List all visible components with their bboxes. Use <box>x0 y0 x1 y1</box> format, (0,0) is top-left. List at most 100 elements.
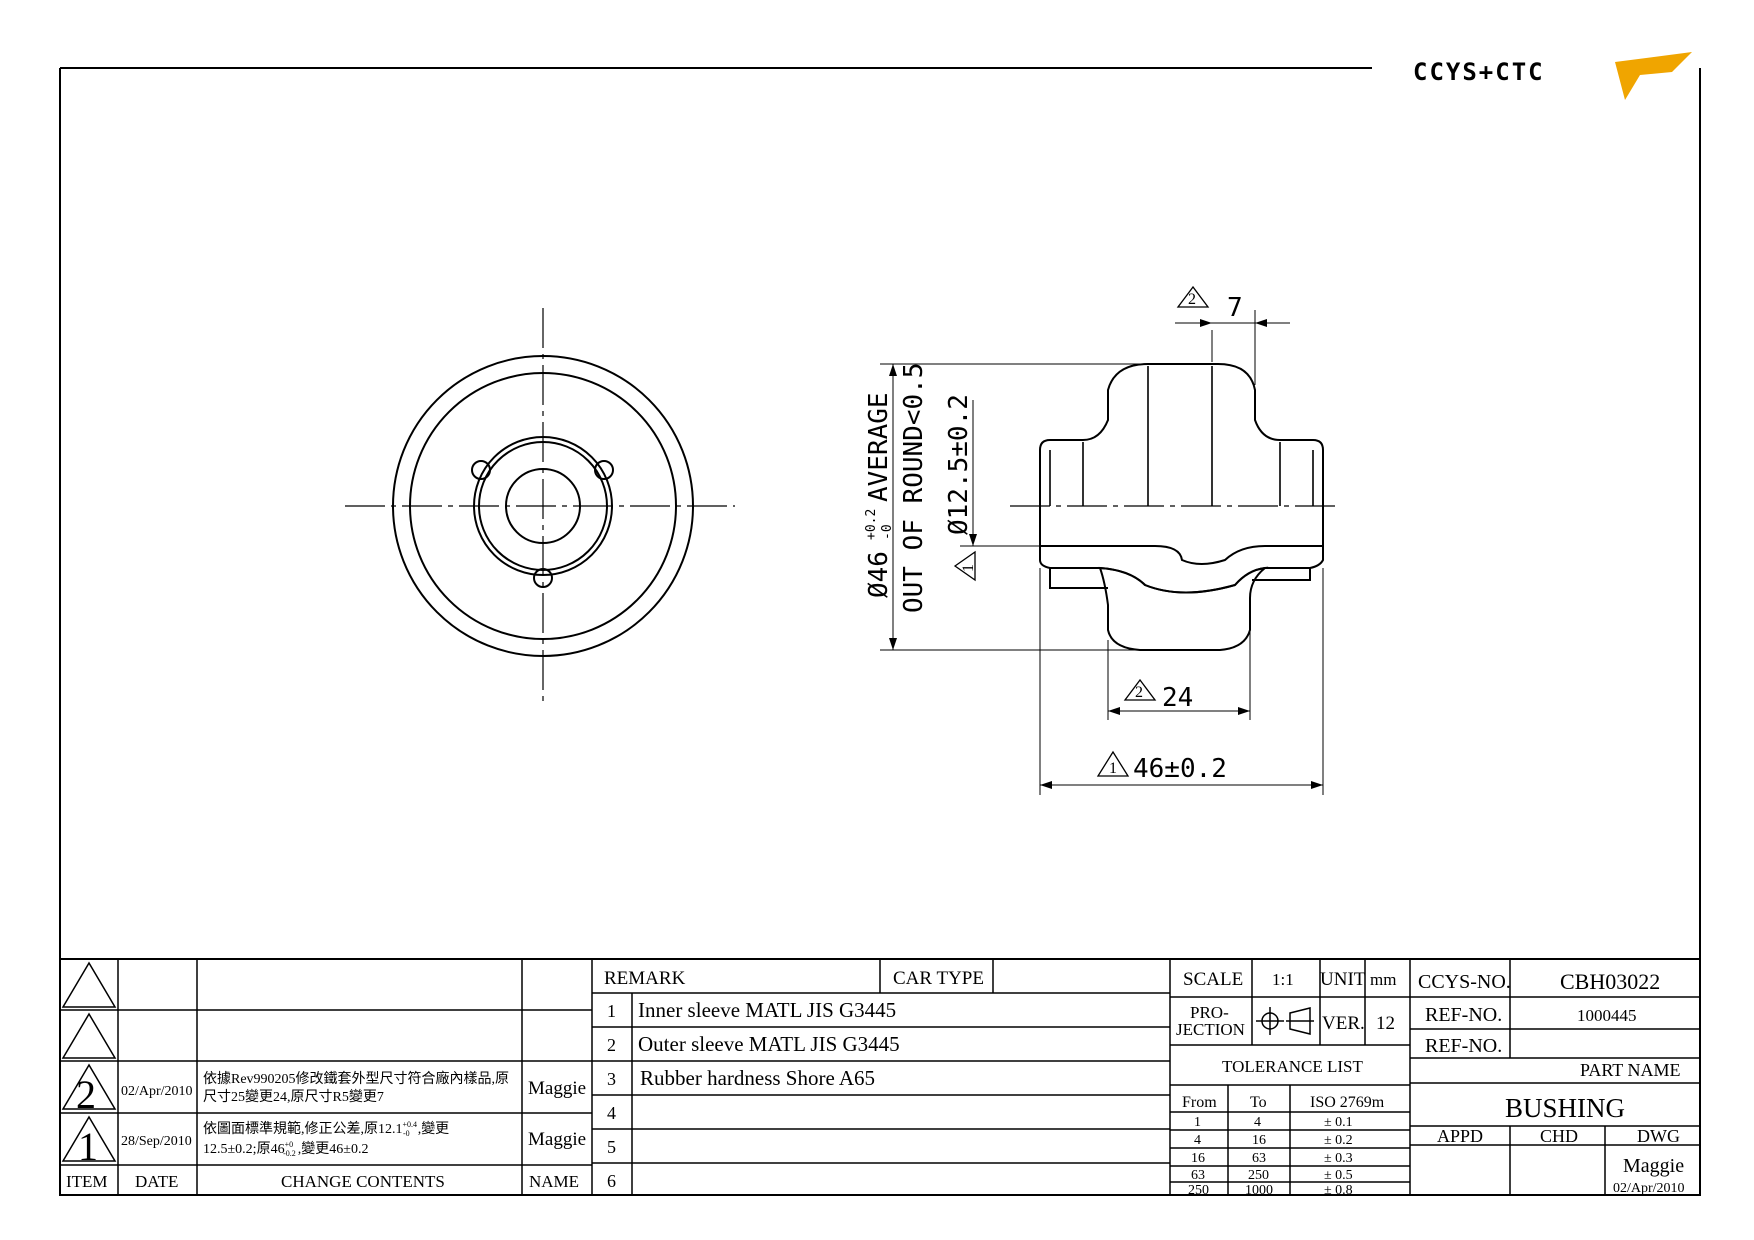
tol-row-4-from: 63 <box>1191 1168 1205 1183</box>
svg-text:1: 1 <box>960 564 977 572</box>
ver-label: VER. <box>1322 1013 1365 1034</box>
outer-flange-circle <box>392 355 694 657</box>
remarks-texts: REMARK CAR TYPE 1 Inner sleeve MATL JIS … <box>604 968 984 1191</box>
revision-table <box>60 959 593 1195</box>
tolerance-title: TOLERANCE LIST <box>1222 1057 1363 1076</box>
scale-value: 1:1 <box>1272 970 1294 989</box>
tol-row-3-from: 16 <box>1191 1151 1205 1166</box>
remark-text-3: Rubber hardness Shore A65 <box>640 1066 875 1090</box>
inner-sleeve-section <box>1039 545 1324 594</box>
rev-name-1: Maggie <box>528 1129 586 1150</box>
tol-row-2-from: 4 <box>1194 1133 1201 1148</box>
ver-value: 12 <box>1376 1013 1395 1034</box>
rev-name-2: Maggie <box>528 1078 586 1099</box>
unit-value: mm <box>1370 970 1396 989</box>
appd-label: APPD <box>1437 1126 1483 1146</box>
tol-row-3-tol: ± 0.3 <box>1324 1151 1353 1166</box>
remark-text-2: Outer sleeve MATL JIS G3445 <box>638 1032 900 1056</box>
tol-row-3-to: 63 <box>1252 1151 1266 1166</box>
rev-mark-flange: 2 <box>1188 291 1196 308</box>
out-of-round-text: OUT OF ROUND<0.5 <box>899 363 929 613</box>
specs-block <box>1170 959 1411 1195</box>
header-date: DATE <box>135 1172 178 1191</box>
remark-no-3: 3 <box>607 1069 616 1089</box>
tol-row-5-tol: ± 0.8 <box>1324 1183 1353 1198</box>
lug-bottom <box>533 568 553 588</box>
scale-label: SCALE <box>1183 969 1243 990</box>
tol-row-1-to: 4 <box>1254 1115 1261 1130</box>
dwg-name: Maggie <box>1623 1155 1684 1177</box>
remarks-table <box>592 959 1171 1195</box>
rev-date-1: 28/Sep/2010 <box>121 1134 192 1149</box>
body-circle <box>409 372 677 640</box>
remark-no-1: 1 <box>607 1001 616 1021</box>
dwg-label: DWG <box>1637 1126 1680 1146</box>
rev-contents-1b: 12.5±0.2;原46+0-0.2,變更46±0.2 <box>203 1140 368 1158</box>
car-type-label: CAR TYPE <box>893 968 984 989</box>
remark-header: REMARK <box>604 968 686 989</box>
tol-row-1-from: 1 <box>1194 1115 1201 1130</box>
revision-triangle-2b <box>1123 678 1157 701</box>
dimensions: 2 7 Ø46 +0.2 -0 AVERAGE OUT OF ROUND<0.5… <box>864 285 1324 795</box>
identity-texts: CCYS-NO. CBH03022 REF-NO. 1000445 REF-NO… <box>1418 969 1685 1196</box>
tol-row-4-to: 250 <box>1248 1168 1269 1183</box>
remark-no-2: 2 <box>607 1035 616 1055</box>
rev-mark-body: 2 <box>1135 684 1143 701</box>
tol-header-from: From <box>1182 1094 1217 1111</box>
company-logo: CCYS+CTC <box>1413 52 1692 100</box>
remark-text-1: Inner sleeve MATL JIS G3445 <box>638 998 896 1022</box>
ref-no-label-2: REF-NO. <box>1425 1035 1502 1057</box>
tol-header-to: To <box>1250 1094 1267 1111</box>
rev-item-1: 1 <box>78 1124 98 1169</box>
rev-date-2: 02/Apr/2010 <box>121 1084 193 1099</box>
revision-triangle-1b <box>1096 750 1130 777</box>
rev-item-2: 2 <box>76 1072 96 1117</box>
remark-no-6: 6 <box>607 1171 616 1191</box>
rubber-body-section <box>1098 566 1269 651</box>
dwg-date: 02/Apr/2010 <box>1613 1181 1685 1196</box>
remark-no-5: 5 <box>607 1137 616 1157</box>
rev-mark-length: 1 <box>1109 760 1117 777</box>
remark-no-4: 4 <box>607 1103 616 1123</box>
revision-triangle-2a <box>1176 285 1210 308</box>
dim-tol-plus: +0.2 <box>864 509 879 540</box>
revision-triangle-1a <box>953 550 976 582</box>
tol-row-5-to: 1000 <box>1245 1183 1273 1198</box>
ccys-no-value: CBH03022 <box>1560 969 1660 994</box>
dim-length-text: 46±0.2 <box>1133 754 1227 784</box>
part-name-value: BUSHING <box>1505 1093 1625 1123</box>
dim-diameter-text: Ø46 <box>864 551 894 598</box>
tol-row-4-tol: ± 0.5 <box>1324 1168 1353 1183</box>
rev-contents-2a: 依據Rev990205修改鐵套外型尺寸符合廠內樣品,原 <box>203 1070 509 1087</box>
revision-texts: 2 02/Apr/2010 依據Rev990205修改鐵套外型尺寸符合廠內樣品,… <box>66 1070 586 1191</box>
lug-left <box>471 460 491 480</box>
specs-texts: SCALE 1:1 UNIT mm PRO- JECTION VER. 12 T… <box>1176 969 1396 1198</box>
tol-row-1-tol: ± 0.1 <box>1324 1115 1353 1130</box>
ccys-no-label: CCYS-NO. <box>1418 971 1511 993</box>
logo-text: CCYS+CTC <box>1413 58 1545 86</box>
bore-circle <box>505 468 581 544</box>
tol-header-std: ISO 2769m <box>1310 1094 1385 1111</box>
dim-tol-minus: -0 <box>880 524 895 540</box>
tol-row-5-from: 250 <box>1188 1183 1209 1198</box>
dim-average-text: AVERAGE <box>864 392 894 502</box>
ref-no-label-1: REF-NO. <box>1425 1004 1502 1026</box>
part-name-label: PART NAME <box>1580 1060 1680 1080</box>
front-view <box>345 308 735 705</box>
header-name: NAME <box>529 1172 579 1191</box>
header-change-contents: CHANGE CONTENTS <box>281 1172 445 1191</box>
dim-bore-text: Ø12.5±0.2 <box>944 394 974 535</box>
dim-body-text: 24 <box>1162 683 1193 713</box>
header-item: ITEM <box>66 1172 108 1191</box>
identity-block <box>1410 959 1700 1195</box>
chd-label: CHD <box>1540 1126 1578 1146</box>
unit-label: UNIT <box>1320 969 1366 990</box>
dim-flange-text: 7 <box>1227 293 1243 323</box>
lug-right <box>594 460 614 480</box>
tol-row-2-tol: ± 0.2 <box>1324 1133 1353 1148</box>
rev-contents-1a: 依圖面標準規範,修正公差,原12.1+0.4-0,變更 <box>203 1120 449 1138</box>
side-view <box>1010 363 1335 651</box>
rev-contents-2b: 尺寸25變更24,原尺寸R5變更7 <box>203 1089 384 1105</box>
projection-label-2: JECTION <box>1176 1020 1245 1039</box>
